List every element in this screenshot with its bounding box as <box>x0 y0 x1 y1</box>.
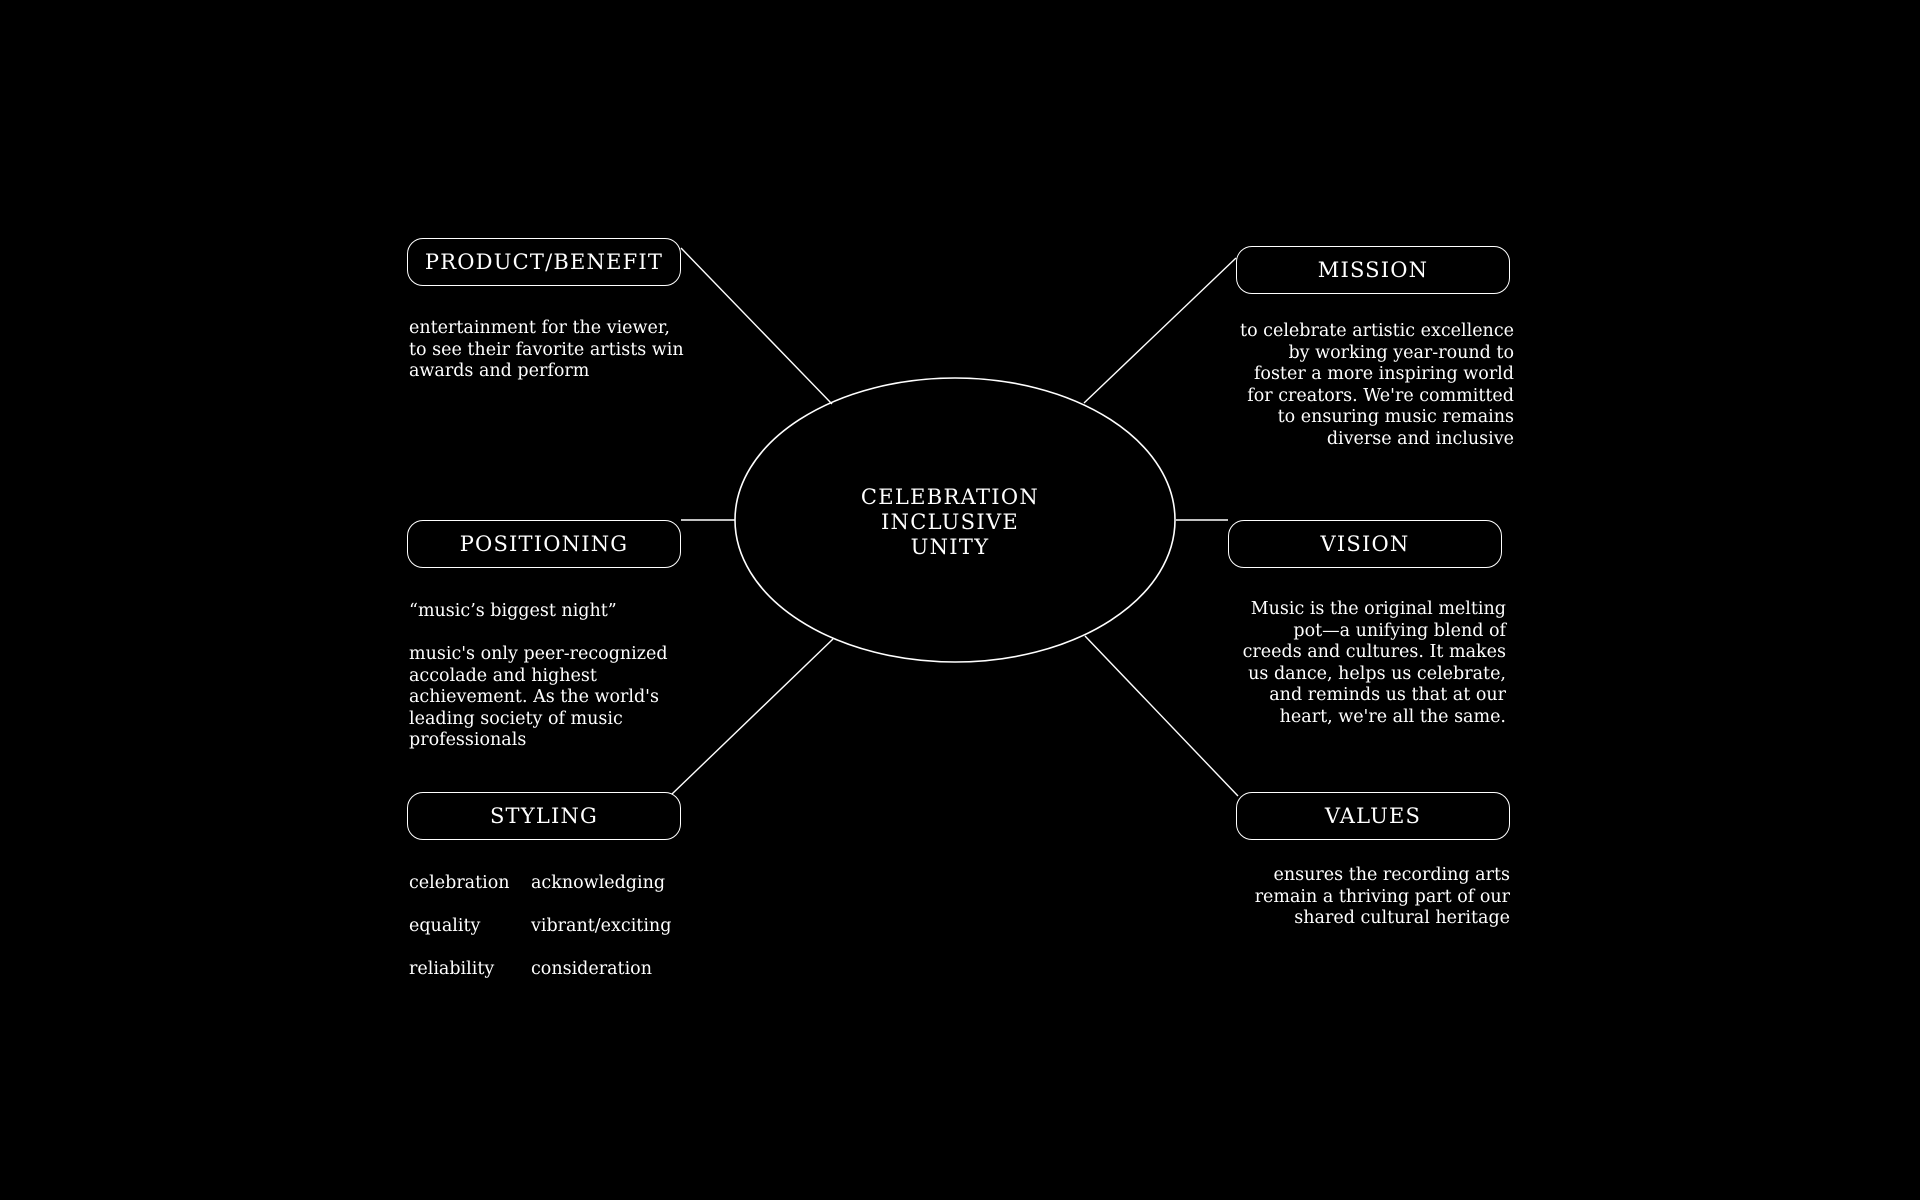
styling-word: acknowledging <box>531 873 666 893</box>
center-line-2: INCLUSIVE <box>880 510 1020 534</box>
connector-product-benefit <box>680 247 833 405</box>
center-line-1: CELEBRATION <box>860 485 1040 509</box>
styling-words: celebration acknowledging equality vibra… <box>409 872 691 980</box>
vision-description: Music is the original melting pot—a unif… <box>1242 599 1506 727</box>
styling-word: equality <box>409 916 481 936</box>
node-values: VALUES <box>1236 792 1510 840</box>
mission-description: to celebrate artistic excellence by work… <box>1240 321 1514 449</box>
node-mission-label: MISSION <box>1317 258 1429 282</box>
node-styling: STYLING <box>407 792 681 840</box>
center-label: CELEBRATION INCLUSIVE UNITY <box>800 485 1100 560</box>
values-description: ensures the recording arts remain a thri… <box>1254 865 1510 928</box>
connector-values <box>1084 635 1239 797</box>
node-vision: VISION <box>1228 520 1502 568</box>
node-values-label: VALUES <box>1324 804 1422 828</box>
styling-word: vibrant/exciting <box>531 916 672 936</box>
positioning-description: “music’s biggest night” music's only pee… <box>409 601 668 750</box>
node-product-benefit: PRODUCT/BENEFIT <box>407 238 681 286</box>
styling-word: consideration <box>531 959 652 979</box>
styling-word: celebration <box>409 873 510 893</box>
node-product-benefit-label: PRODUCT/BENEFIT <box>424 250 664 274</box>
node-mission: MISSION <box>1236 246 1510 294</box>
styling-word: reliability <box>409 959 495 979</box>
connector-mission <box>1083 257 1237 404</box>
node-positioning-label: POSITIONING <box>459 532 629 556</box>
node-positioning: POSITIONING <box>407 520 681 568</box>
center-line-3: UNITY <box>910 535 990 559</box>
connector-styling <box>671 638 834 795</box>
product-benefit-description: entertainment for the viewer, to see the… <box>409 318 684 381</box>
node-styling-label: STYLING <box>489 804 599 828</box>
node-vision-label: VISION <box>1320 532 1410 556</box>
